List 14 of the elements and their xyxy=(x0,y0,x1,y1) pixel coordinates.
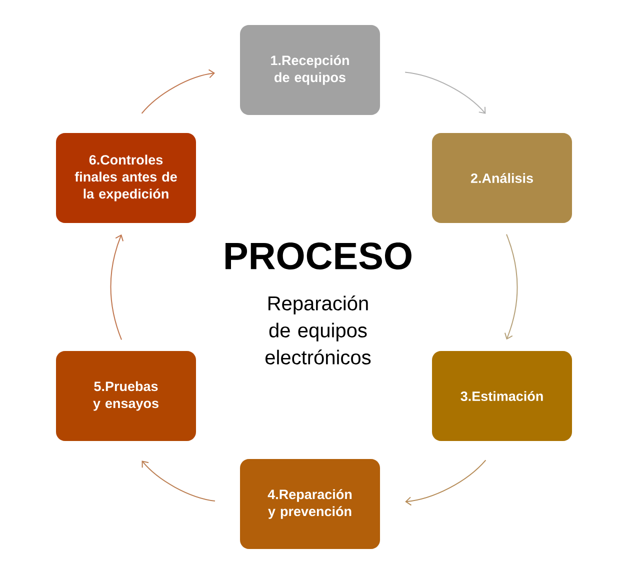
process-box: 3.Estimación xyxy=(432,351,572,441)
title: PROCESO xyxy=(226,242,412,270)
process-box: 6.Controles finales antes de la expedición xyxy=(56,133,196,223)
subtitle: Reparación de equipos electrónicos xyxy=(266,296,371,364)
arrow xyxy=(110,234,124,340)
arrow xyxy=(142,460,216,502)
arrow xyxy=(404,72,486,114)
arrow xyxy=(504,234,518,340)
arrow xyxy=(405,460,486,506)
process-box: 2.Análisis xyxy=(432,133,572,223)
process-box: 5.Pruebas y ensayos xyxy=(56,351,196,441)
process-box: 1.Recepción de equipos xyxy=(240,25,380,115)
process-box: 4.Reparación y prevención xyxy=(240,459,380,549)
arrow xyxy=(141,69,215,114)
